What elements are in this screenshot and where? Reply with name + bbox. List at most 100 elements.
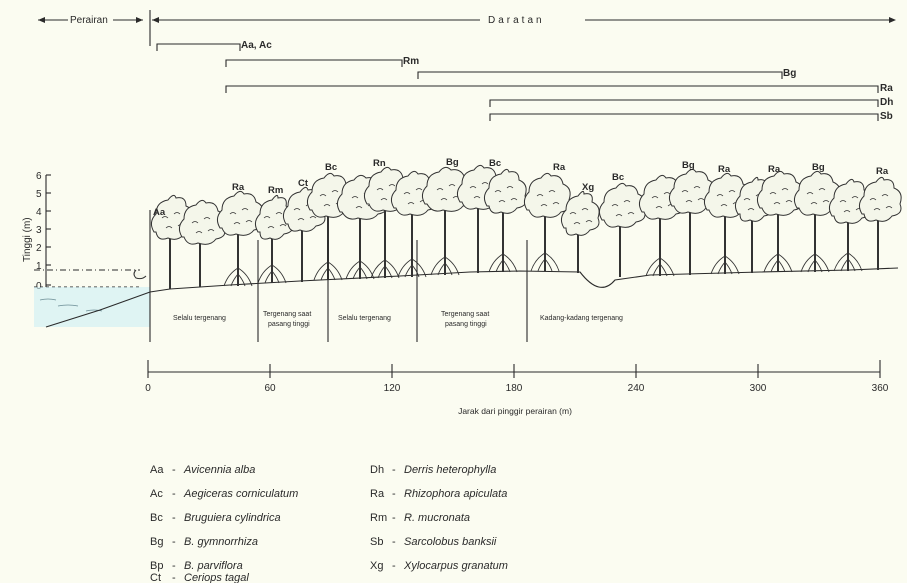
mangrove-tree xyxy=(669,169,715,275)
x-tick: 300 xyxy=(750,383,767,394)
legend-separator: - xyxy=(172,572,176,583)
legend-abbr: Bp xyxy=(150,560,163,572)
species-label: Bg xyxy=(812,162,825,173)
x-axis: 0 60 120 180 240 300 360 Jarak dari ping… xyxy=(145,360,889,416)
species-label: Ra xyxy=(768,164,781,175)
legend-abbr: Ra xyxy=(370,488,385,500)
legend-item: Bc - Bruguiera cylindrica xyxy=(150,512,281,524)
legend-name: Xylocarpus granatum xyxy=(403,560,508,572)
species-label: Bc xyxy=(325,162,337,173)
y-tick: 2 xyxy=(36,243,42,254)
legend-abbr: Dh xyxy=(370,464,384,476)
legend: Aa - Avicennia alba Ac - Aegiceras corni… xyxy=(150,464,508,583)
legend-abbr: Bc xyxy=(150,512,163,524)
zone-label: Selalu tergenang xyxy=(338,315,391,322)
mangrove-tree xyxy=(757,171,803,272)
mangrove-trees xyxy=(151,165,901,289)
species-label: Bg xyxy=(446,157,459,168)
species-label: Bc xyxy=(489,158,501,169)
mangrove-tree xyxy=(794,171,840,272)
legend-abbr: Aa xyxy=(150,464,164,476)
legend-item: Bp - B. parviflora xyxy=(150,560,243,572)
species-label: Ra xyxy=(553,162,566,173)
mangrove-tree xyxy=(179,200,225,287)
species-label: Bc xyxy=(612,172,624,183)
zone-label: Selalu tergenang xyxy=(173,315,226,322)
legend-item: Bg - B. gymnorrhiza xyxy=(150,536,258,548)
x-axis-label: Jarak dari pinggir perairan (m) xyxy=(458,406,572,416)
arrow-right-icon xyxy=(889,17,896,23)
y-tick: 5 xyxy=(36,189,42,200)
legend-separator: - xyxy=(392,560,396,572)
legend-name: Avicennia alba xyxy=(183,464,255,476)
arrow-left-icon xyxy=(152,17,159,23)
legend-item: Xg - Xylocarpus granatum xyxy=(370,560,508,572)
x-tick: 120 xyxy=(384,383,401,394)
legend-item: Ct - Ceriops tagal xyxy=(150,572,249,583)
species-label: Xg xyxy=(582,182,594,193)
legend-name: R. mucronata xyxy=(404,512,470,524)
daratan-label: Daratan xyxy=(488,15,545,26)
legend-name: Sarcolobus banksii xyxy=(404,536,497,548)
zone-label: pasang tinggi xyxy=(445,321,487,328)
legend-name: Bruguiera cylindrica xyxy=(184,512,281,524)
range-brackets: Aa, Ac Rm Bg Ra Dh Sb xyxy=(157,40,893,122)
species-label: Ra xyxy=(718,164,731,175)
range-label-dh: Dh xyxy=(880,97,893,108)
range-label-ra: Ra xyxy=(880,83,893,94)
arrow-right-icon xyxy=(136,17,143,23)
x-tick: 180 xyxy=(506,383,523,394)
legend-abbr: Xg xyxy=(370,560,383,572)
species-label: Ra xyxy=(876,166,889,177)
species-label: Rm xyxy=(268,185,283,196)
legend-name: Derris heterophylla xyxy=(404,464,496,476)
x-tick: 360 xyxy=(872,383,889,394)
terrain-profile xyxy=(34,268,898,327)
legend-name: B. parviflora xyxy=(184,560,243,572)
mangrove-tree xyxy=(859,177,901,270)
legend-name: Ceriops tagal xyxy=(184,572,249,583)
legend-separator: - xyxy=(172,488,176,500)
legend-separator: - xyxy=(392,512,396,524)
legend-abbr: Sb xyxy=(370,536,383,548)
range-label-bg: Bg xyxy=(783,68,796,79)
y-tick: 4 xyxy=(36,207,42,218)
species-label: Bg xyxy=(682,160,695,171)
species-label: Aa xyxy=(153,207,166,218)
legend-separator: - xyxy=(392,464,396,476)
legend-abbr: Bg xyxy=(150,536,163,548)
mangrove-tree xyxy=(561,191,599,273)
legend-item: Ra - Rhizophora apiculata xyxy=(370,488,507,500)
legend-item: Ac - Aegiceras corniculatum xyxy=(150,488,298,500)
legend-abbr: Rm xyxy=(370,512,387,524)
zone-label: pasang tinggi xyxy=(268,321,310,328)
legend-item: Sb - Sarcolobus banksii xyxy=(370,536,497,548)
legend-separator: - xyxy=(172,512,176,524)
legend-item: Aa - Avicennia alba xyxy=(150,464,255,476)
water-area xyxy=(34,287,150,327)
legend-abbr: Ct xyxy=(150,572,161,583)
species-label: Ct xyxy=(298,178,309,189)
legend-separator: - xyxy=(172,560,176,572)
mangrove-tree xyxy=(599,183,645,277)
mangrove-tree xyxy=(217,191,263,286)
legend-abbr: Ac xyxy=(150,488,163,500)
y-tick: 3 xyxy=(36,225,42,236)
y-tick: 6 xyxy=(36,171,42,182)
species-label: Rn xyxy=(373,158,386,169)
legend-separator: - xyxy=(172,464,176,476)
y-axis-label: Tinggi (m) xyxy=(22,217,33,262)
species-label: Ra xyxy=(232,182,245,193)
zone-label: Kadang-kadang tergenang xyxy=(540,315,623,322)
zone-label: Tergenang saat xyxy=(263,311,311,318)
legend-name: Aegiceras corniculatum xyxy=(183,488,298,500)
legend-name: B. gymnorrhiza xyxy=(184,536,258,548)
legend-name: Rhizophora apiculata xyxy=(404,488,507,500)
header-arrows: Perairan Daratan xyxy=(38,10,896,46)
x-tick: 60 xyxy=(264,383,276,394)
range-label-sb: Sb xyxy=(880,111,893,122)
zone-label: Tergenang saat xyxy=(441,311,489,318)
range-label-aa-ac: Aa, Ac xyxy=(241,40,272,51)
mangrove-tree xyxy=(484,169,526,272)
